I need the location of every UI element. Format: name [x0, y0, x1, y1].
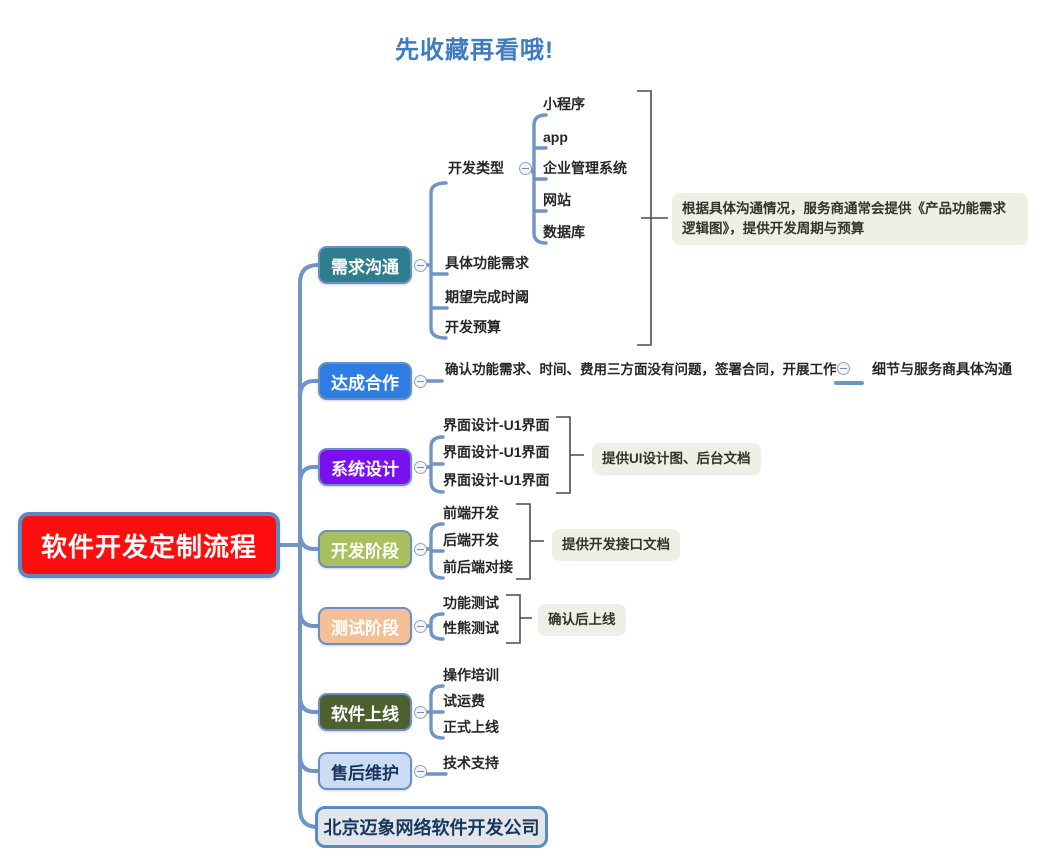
- collapse-icon-design[interactable]: [414, 461, 427, 474]
- topic-enterprise-system[interactable]: 企业管理系统: [543, 160, 627, 176]
- development-children-line: [424, 522, 445, 580]
- design-children-line: [424, 435, 445, 494]
- summary-bracket-design: [556, 416, 584, 494]
- branch-node-launch[interactable]: 软件上线: [318, 693, 412, 731]
- branch-node-development[interactable]: 开发阶段: [318, 530, 412, 568]
- root-node-label: 软件开发定制流程: [40, 531, 257, 562]
- testing-children-line: [424, 612, 445, 641]
- collapse-icon-requirement[interactable]: [414, 259, 427, 272]
- branch-label: 开发阶段: [331, 541, 399, 561]
- branch-stub-design: [298, 465, 320, 485]
- branch-node-design[interactable]: 系统设计: [318, 448, 412, 486]
- summary-bracket-development: [516, 503, 544, 580]
- requirement-children-line: [424, 181, 449, 340]
- note-design-summary[interactable]: 提供UI设计图、后台文档: [592, 443, 761, 475]
- branch-label: 售后维护: [331, 763, 399, 783]
- topic-ui-design-2[interactable]: 界面设计-U1界面: [443, 444, 550, 460]
- company-node-label: 北京迈象网络软件开发公司: [323, 818, 540, 838]
- branch-node-requirement[interactable]: 需求沟通: [318, 246, 412, 284]
- launch-children-line: [424, 684, 445, 740]
- topic-functional-needs[interactable]: 具体功能需求: [445, 255, 529, 271]
- collapse-icon-launch[interactable]: [414, 706, 427, 719]
- collapse-icon-testing[interactable]: [414, 620, 427, 633]
- collapse-icon-aftersale[interactable]: [414, 765, 427, 778]
- note-development-summary[interactable]: 提供开发接口文档: [552, 529, 680, 561]
- topic-functional-test[interactable]: 功能测试: [443, 595, 499, 611]
- branch-label: 软件上线: [331, 704, 399, 724]
- topic-ui-design-3[interactable]: 界面设计-U1界面: [443, 472, 550, 488]
- topic-performance-test[interactable]: 性熊测试: [443, 620, 499, 636]
- branch-stub-testing: [298, 608, 320, 628]
- branch-label: 测试阶段: [331, 618, 399, 638]
- summary-bracket-requirement: [637, 90, 668, 346]
- branch-node-cooperation[interactable]: 达成合作: [318, 362, 412, 400]
- root-node[interactable]: 软件开发定制流程: [18, 512, 280, 578]
- branch-node-testing[interactable]: 测试阶段: [318, 607, 412, 645]
- page-title: 先收藏再看哦!: [395, 37, 554, 64]
- summary-bracket-testing: [506, 594, 532, 644]
- topic-cooperation-detail-long[interactable]: 确认功能需求、时间、费用三方面没有问题，签署合同，开展工作: [445, 362, 837, 377]
- branch-stub-development: [298, 531, 320, 551]
- topic-ui-design-1[interactable]: 界面设计-U1界面: [443, 417, 550, 433]
- branch-label: 系统设计: [331, 459, 399, 479]
- topic-database[interactable]: 数据库: [543, 224, 585, 240]
- topic-expected-time[interactable]: 期望完成时阈: [445, 289, 529, 305]
- note-testing-summary[interactable]: 确认后上线: [538, 604, 626, 636]
- topic-miniprogram[interactable]: 小程序: [543, 96, 585, 112]
- topic-tech-support[interactable]: 技术支持: [443, 755, 499, 771]
- topic-official-launch[interactable]: 正式上线: [443, 719, 499, 735]
- topic-trial-run[interactable]: 试运费: [443, 693, 485, 709]
- trunk-line: [298, 263, 320, 829]
- topic-website[interactable]: 网站: [543, 192, 571, 208]
- topic-frontend[interactable]: 前端开发: [443, 505, 499, 521]
- branch-node-aftersale[interactable]: 售后维护: [318, 752, 412, 790]
- topic-app[interactable]: app: [543, 129, 568, 145]
- branch-stub-aftersale: [298, 753, 320, 773]
- collapse-icon-cooperation[interactable]: [414, 375, 427, 388]
- company-node[interactable]: 北京迈象网络软件开发公司: [315, 806, 548, 848]
- topic-devtype[interactable]: 开发类型: [448, 160, 504, 176]
- collapse-icon-devtype[interactable]: [519, 162, 532, 175]
- branch-label: 需求沟通: [331, 257, 399, 277]
- collapse-icon-development[interactable]: [414, 543, 427, 556]
- topic-integration[interactable]: 前后端对接: [443, 559, 513, 575]
- topic-dev-budget[interactable]: 开发预算: [445, 319, 501, 335]
- topic-backend[interactable]: 后端开发: [443, 532, 499, 548]
- topic-operation-training[interactable]: 操作培训: [443, 667, 499, 683]
- branch-label: 达成合作: [331, 373, 399, 393]
- note-requirement-summary[interactable]: 根据具体沟通情况，服务商通常会提供《产品功能需求逻辑图》，提供开发周期与预算: [672, 193, 1028, 245]
- collapse-icon-cooperation-detail[interactable]: [837, 362, 850, 375]
- branch-stub-launch: [298, 694, 320, 714]
- branch-stub-cooperation: [298, 379, 320, 399]
- topic-cooperation-communicate[interactable]: 细节与服务商具体沟通: [872, 361, 1012, 377]
